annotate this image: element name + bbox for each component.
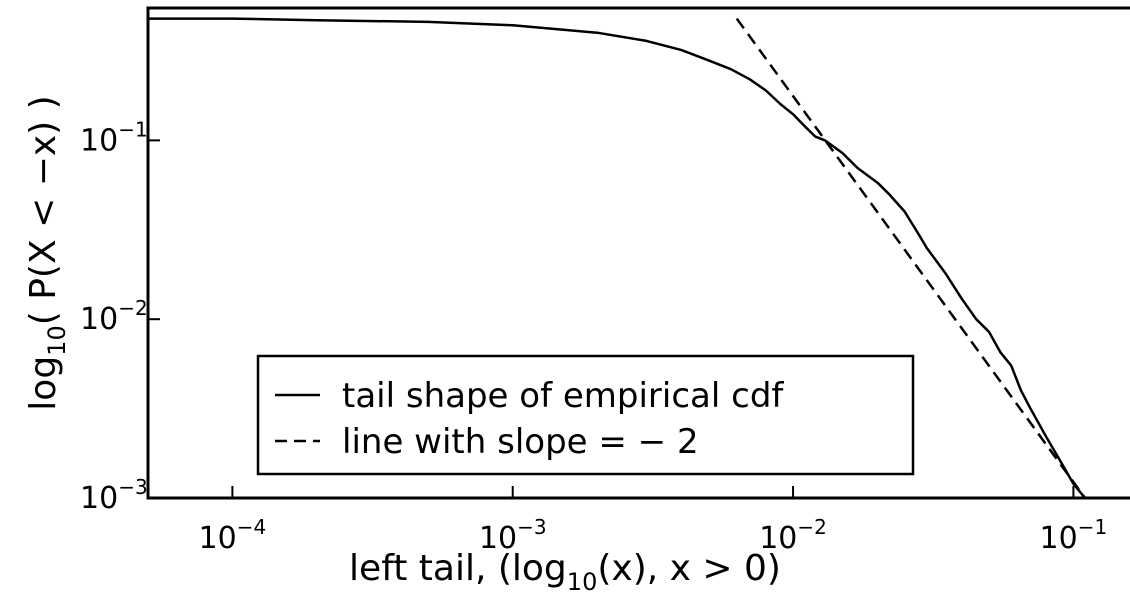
plot-frame	[146, 6, 1130, 500]
y-axis-label-prefix: log	[23, 356, 64, 411]
x-axis-label-suffix: (x), x > 0)	[597, 548, 781, 589]
y-tick-exponent: −2	[118, 296, 147, 320]
y-tick-exponent: −3	[118, 475, 147, 499]
x-axis-label-sub: 10	[567, 568, 598, 596]
legend-label-slope-line: line with slope = − 2	[342, 422, 699, 462]
legend: tail shape of empirical cdf line with sl…	[256, 354, 915, 476]
x-tick-exponent: −4	[237, 515, 266, 539]
y-tick-base: 10	[80, 123, 118, 158]
y-tick-base: 10	[80, 481, 118, 516]
y-axis-label-sub: 10	[43, 325, 71, 356]
x-tick-base: 10	[1040, 521, 1078, 556]
x-tick-label: 10−2	[759, 515, 827, 556]
empirical-cdf-line	[148, 17, 1086, 499]
slope-reference-line	[735, 17, 1087, 499]
y-axis-label-suffix: ( P(X < −x) )	[23, 95, 64, 325]
series-layer	[148, 17, 1087, 499]
y-tick-label: 10−2	[80, 296, 148, 337]
y-tick-base: 10	[80, 302, 118, 337]
x-tick-base: 10	[479, 521, 517, 556]
y-tick-exponent: −1	[118, 117, 147, 141]
x-tick-label: 10−4	[199, 515, 267, 556]
y-axis-label: log10( P(X < −x) )	[23, 95, 71, 410]
x-tick-exponent: −2	[797, 515, 826, 539]
legend-box	[256, 354, 915, 476]
x-tick-exponent: −1	[1078, 515, 1107, 539]
x-tick-exponent: −3	[517, 515, 546, 539]
x-tick-label: 10−1	[1040, 515, 1108, 556]
y-tick-label: 10−1	[80, 117, 148, 158]
x-tick-label: 10−3	[479, 515, 547, 556]
plot-area-border	[146, 6, 1130, 500]
y-axis-ticks: 10−310−210−1	[80, 117, 160, 516]
x-tick-base: 10	[199, 521, 237, 556]
x-axis-label-prefix: left tail, (log	[349, 548, 567, 589]
x-tick-base: 10	[759, 521, 797, 556]
x-axis-label: left tail, (log10(x), x > 0)	[349, 548, 781, 596]
y-tick-label: 10−3	[80, 475, 148, 516]
legend-label-empirical-cdf: tail shape of empirical cdf	[342, 376, 784, 416]
